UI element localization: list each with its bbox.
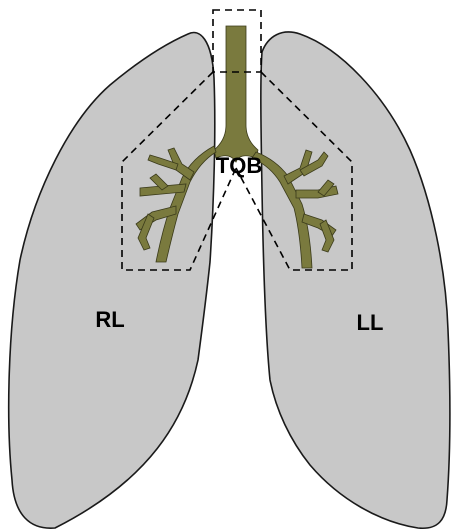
left-lung-label: LL: [357, 310, 384, 335]
right-lung-label: RL: [95, 307, 124, 332]
trachea-bronchi-label: TQB: [216, 153, 262, 178]
